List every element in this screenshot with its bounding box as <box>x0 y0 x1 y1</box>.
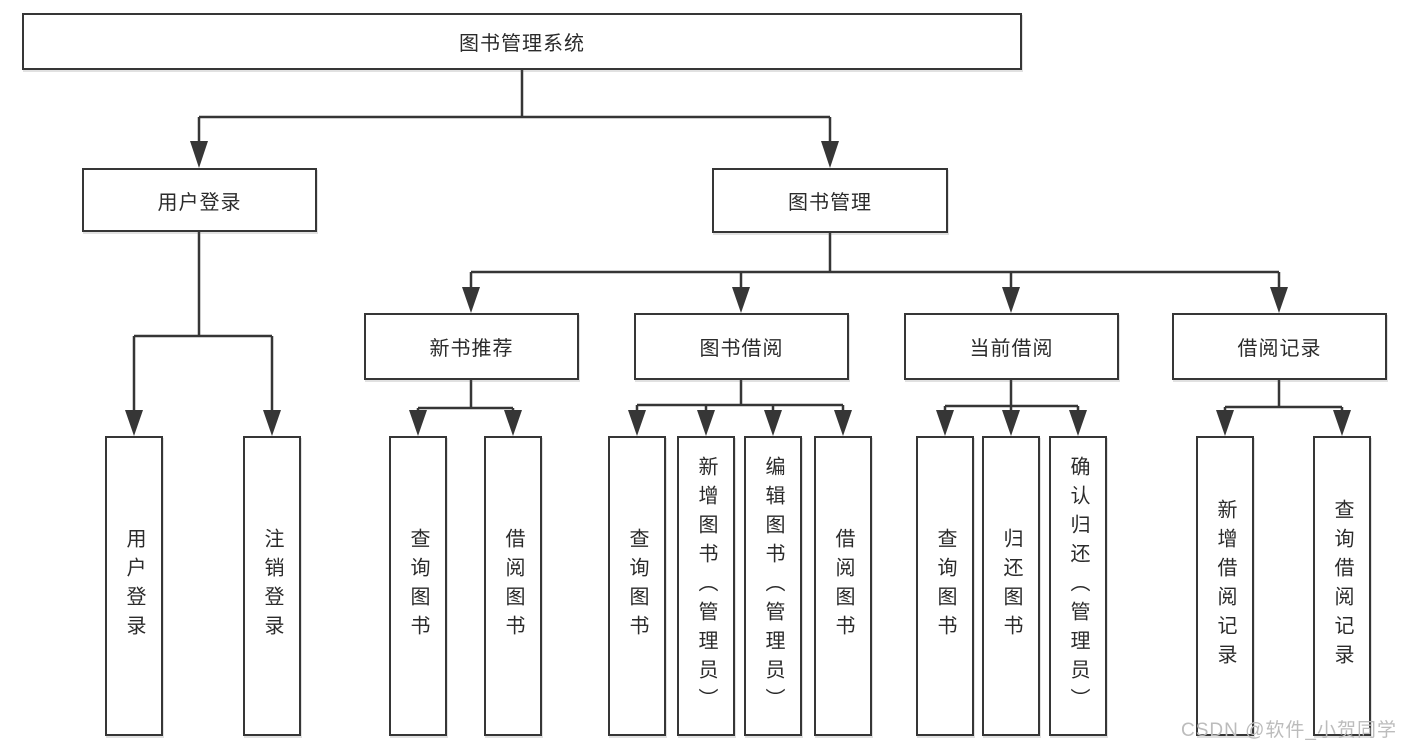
connector-book-borrow-to-leaves <box>628 380 852 436</box>
leaf-logout: 注销登录 <box>243 436 301 736</box>
connector-borrow-record-to-leaves <box>1216 380 1351 436</box>
connector-current-borrow-to-leaves <box>936 380 1087 436</box>
arrowhead <box>732 287 750 313</box>
node-borrow-record: 借阅记录 <box>1172 313 1387 380</box>
leaf-query-books-current: 查询图书 <box>916 436 974 736</box>
leaf-query-books-recommend-label: 查询图书 <box>407 528 429 644</box>
leaf-query-borrow-record: 查询借阅记录 <box>1313 436 1371 736</box>
leaf-query-books-borrow-label: 查询图书 <box>626 528 648 644</box>
csdn-watermark: CSDN @软件_小贺同学 <box>1181 720 1397 741</box>
leaf-query-books-borrow: 查询图书 <box>608 436 666 736</box>
leaf-edit-books-admin: 编辑图书（管理员） <box>744 436 802 736</box>
arrowhead <box>190 141 208 168</box>
leaf-edit-books-admin-label: 编辑图书（管理员） <box>762 455 784 717</box>
arrowhead <box>1069 410 1087 436</box>
arrowhead <box>462 287 480 313</box>
arrowhead <box>409 410 427 436</box>
leaf-logout-label: 注销登录 <box>261 528 283 644</box>
arrowhead <box>628 410 646 436</box>
arrowhead <box>1002 410 1020 436</box>
leaf-user-login-label: 用户登录 <box>123 528 145 644</box>
leaf-add-books-admin: 新增图书（管理员） <box>677 436 735 736</box>
leaf-add-borrow-record: 新增借阅记录 <box>1196 436 1254 736</box>
arrowhead <box>504 410 522 436</box>
leaf-query-borrow-record-label: 查询借阅记录 <box>1331 499 1353 673</box>
leaf-confirm-return-admin-label: 确认归还（管理员） <box>1067 455 1089 717</box>
node-user-login-label: 用户登录 <box>157 191 242 214</box>
node-user-login: 用户登录 <box>82 168 317 232</box>
node-current-borrow-label: 当前借阅 <box>969 338 1054 360</box>
leaf-borrow-books: 借阅图书 <box>814 436 872 736</box>
connector-book-management-to-level3 <box>462 233 1288 313</box>
arrowhead <box>1270 287 1288 313</box>
node-book-management: 图书管理 <box>712 168 948 233</box>
arrowhead <box>936 410 954 436</box>
node-root-label: 图书管理系统 <box>459 33 585 55</box>
arrowhead <box>697 410 715 436</box>
node-current-borrow: 当前借阅 <box>904 313 1119 380</box>
leaf-confirm-return-admin: 确认归还（管理员） <box>1049 436 1107 736</box>
node-root-system: 图书管理系统 <box>22 13 1022 70</box>
leaf-borrow-books-label: 借阅图书 <box>832 528 854 644</box>
node-book-borrow: 图书借阅 <box>634 313 849 380</box>
node-book-borrow-label: 图书借阅 <box>699 338 784 360</box>
node-book-management-label: 图书管理 <box>788 192 872 214</box>
leaf-query-books-recommend: 查询图书 <box>389 436 447 736</box>
arrowhead <box>821 141 839 168</box>
arrowhead <box>263 410 281 436</box>
connector-new-book-recommend-to-leaves <box>409 380 522 436</box>
arrowhead <box>1333 410 1351 436</box>
leaf-borrow-books-recommend: 借阅图书 <box>484 436 542 736</box>
leaf-user-login: 用户登录 <box>105 436 163 736</box>
leaf-borrow-books-recommend-label: 借阅图书 <box>502 528 524 644</box>
leaf-add-borrow-record-label: 新增借阅记录 <box>1214 499 1236 673</box>
connector-user-login-to-leaves <box>125 232 281 436</box>
leaf-return-books-label: 归还图书 <box>1000 528 1022 644</box>
node-borrow-record-label: 借阅记录 <box>1237 338 1322 360</box>
arrowhead <box>125 410 143 436</box>
leaf-query-books-current-label: 查询图书 <box>934 528 956 644</box>
node-new-book-recommend-label: 新书推荐 <box>429 338 514 360</box>
arrowhead <box>1002 287 1020 313</box>
arrowhead <box>834 410 852 436</box>
arrowhead <box>764 410 782 436</box>
arrowhead <box>1216 410 1234 436</box>
connector-root-to-level2 <box>190 70 839 168</box>
leaf-return-books: 归还图书 <box>982 436 1040 736</box>
leaf-add-books-admin-label: 新增图书（管理员） <box>695 455 717 717</box>
node-new-book-recommend: 新书推荐 <box>364 313 579 380</box>
